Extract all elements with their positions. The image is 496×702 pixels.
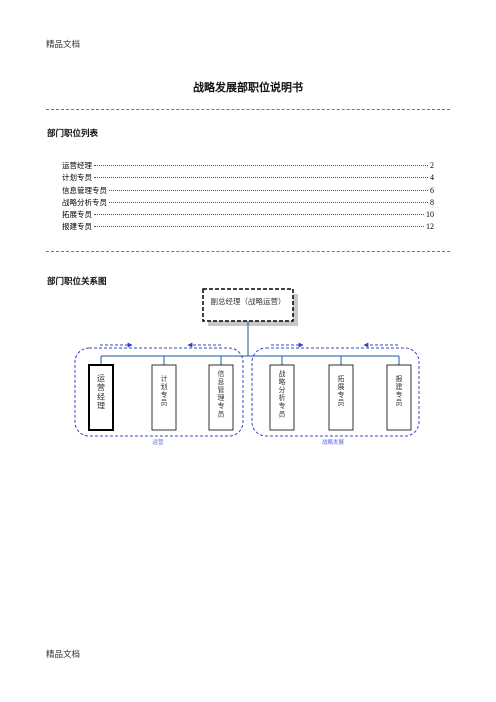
position-label-strategy-analyst: 战略分析专员	[279, 369, 286, 418]
toc-entry[interactable]: 拓展专员 10	[62, 209, 434, 221]
toc-entry[interactable]: 运营经理 2	[62, 160, 434, 172]
toc-leader	[94, 226, 424, 228]
toc-entry-label: 拓展专员	[62, 210, 92, 220]
toc-entry-page: 8	[430, 197, 434, 207]
divider-middle	[46, 251, 450, 252]
toc-entry-label: 战略分析专员	[62, 197, 107, 207]
connector-lines	[100, 321, 400, 365]
top-node[interactable]	[202, 288, 294, 322]
toc-entry-label: 信息管理专员	[62, 185, 107, 195]
toc-leader	[94, 165, 428, 166]
position-box-permit-specialist[interactable]	[386, 364, 412, 431]
toc-entry-label: 运营经理	[62, 161, 92, 170]
toc-entry-page: 2	[430, 161, 434, 170]
toc-entry-page: 10	[426, 210, 434, 220]
toc-entry-page: 12	[426, 222, 434, 232]
toc-leader	[94, 214, 424, 216]
divider-top	[46, 109, 450, 110]
toc-leader	[109, 189, 428, 191]
position-box-strategy-analyst[interactable]	[269, 364, 295, 431]
toc-entry[interactable]: 信息管理专员 6	[62, 185, 434, 197]
group-frame-operations	[74, 347, 244, 437]
toc-leader	[109, 201, 428, 203]
group-frame-strategy	[251, 347, 420, 437]
org-chart-heading: 部门职位关系图	[47, 277, 107, 287]
footer-watermark: 精品文档	[46, 650, 81, 660]
toc-leader	[94, 177, 428, 179]
position-box-planning-specialist[interactable]	[151, 364, 177, 431]
group-label-operations: 运营	[152, 438, 164, 446]
document-title: 战略发展部职位说明书	[193, 81, 303, 94]
group-label-strategy: 战略发展	[322, 438, 345, 446]
position-box-expansion-specialist[interactable]	[328, 364, 354, 431]
position-box-operations-manager[interactable]	[88, 364, 114, 431]
position-label-expansion-specialist: 拓展专员	[338, 374, 345, 407]
top-node-label: 副总经理（战略运营）	[211, 296, 286, 306]
toc-entry[interactable]: 计划专员 4	[62, 172, 434, 184]
toc-entry-page: 4	[430, 173, 434, 183]
toc-entry-page: 6	[430, 185, 434, 195]
toc-entry[interactable]: 战略分析专员 8	[62, 197, 434, 209]
position-label-permit-specialist: 报建专员	[396, 374, 403, 407]
position-toc: 运营经理 2 计划专员 4 信息管理专员 6 战略分析专员 8 拓展专员 10 …	[62, 160, 434, 234]
toc-entry[interactable]: 报建专员 12	[62, 221, 434, 233]
toc-entry-label: 报建专员	[62, 222, 92, 232]
position-label-planning-specialist: 计划专员	[161, 374, 168, 407]
position-box-info-management-specialist[interactable]	[208, 364, 234, 431]
header-watermark: 精品文档	[46, 40, 81, 50]
position-list-heading: 部门职位列表	[47, 129, 99, 139]
position-label-operations-manager: 运营经理	[97, 374, 105, 411]
toc-entry-label: 计划专员	[62, 173, 92, 183]
position-label-info-management-specialist: 信息管理专员	[218, 369, 225, 418]
